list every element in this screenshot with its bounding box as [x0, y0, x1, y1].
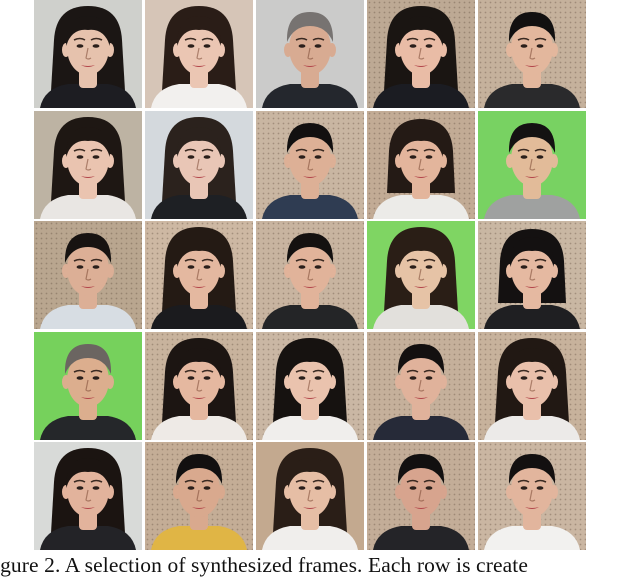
face-frame-r4-c1 — [34, 331, 142, 440]
face-frame-r3-c5 — [478, 221, 586, 329]
face-frame-r2-c5 — [478, 110, 586, 219]
face-frame-r5-c5 — [478, 442, 586, 550]
face-frame-r5-c2 — [145, 442, 253, 550]
face-frame-r2-c4 — [367, 110, 475, 219]
face-frame-r2-c1 — [34, 110, 142, 219]
face-frame-r5-c4 — [367, 442, 475, 550]
face-frame-r3-c1 — [34, 221, 142, 329]
face-frame-r5-c1 — [34, 442, 142, 550]
face-frame-r3-c2 — [145, 221, 253, 329]
face-frame-r1-c1 — [34, 0, 142, 108]
face-frame-r4-c4 — [367, 331, 475, 440]
face-frame-r2-c3 — [256, 110, 364, 219]
face-frame-r3-c4 — [367, 221, 475, 329]
face-frame-r1-c3 — [256, 0, 364, 108]
synthesized-frames-grid — [34, 0, 586, 550]
face-frame-r1-c4 — [367, 0, 475, 108]
face-frame-r4-c5 — [478, 331, 586, 440]
face-frame-r1-c2 — [145, 0, 253, 108]
face-frame-r3-c3 — [256, 221, 364, 329]
face-frame-r5-c3 — [256, 442, 364, 550]
face-frame-r4-c2 — [145, 331, 253, 440]
figure-caption: igure 2. A selection of synthesized fram… — [0, 553, 528, 577]
face-frame-r4-c3 — [256, 331, 364, 440]
face-frame-r1-c5 — [478, 0, 586, 108]
face-frame-r2-c2 — [145, 110, 253, 219]
